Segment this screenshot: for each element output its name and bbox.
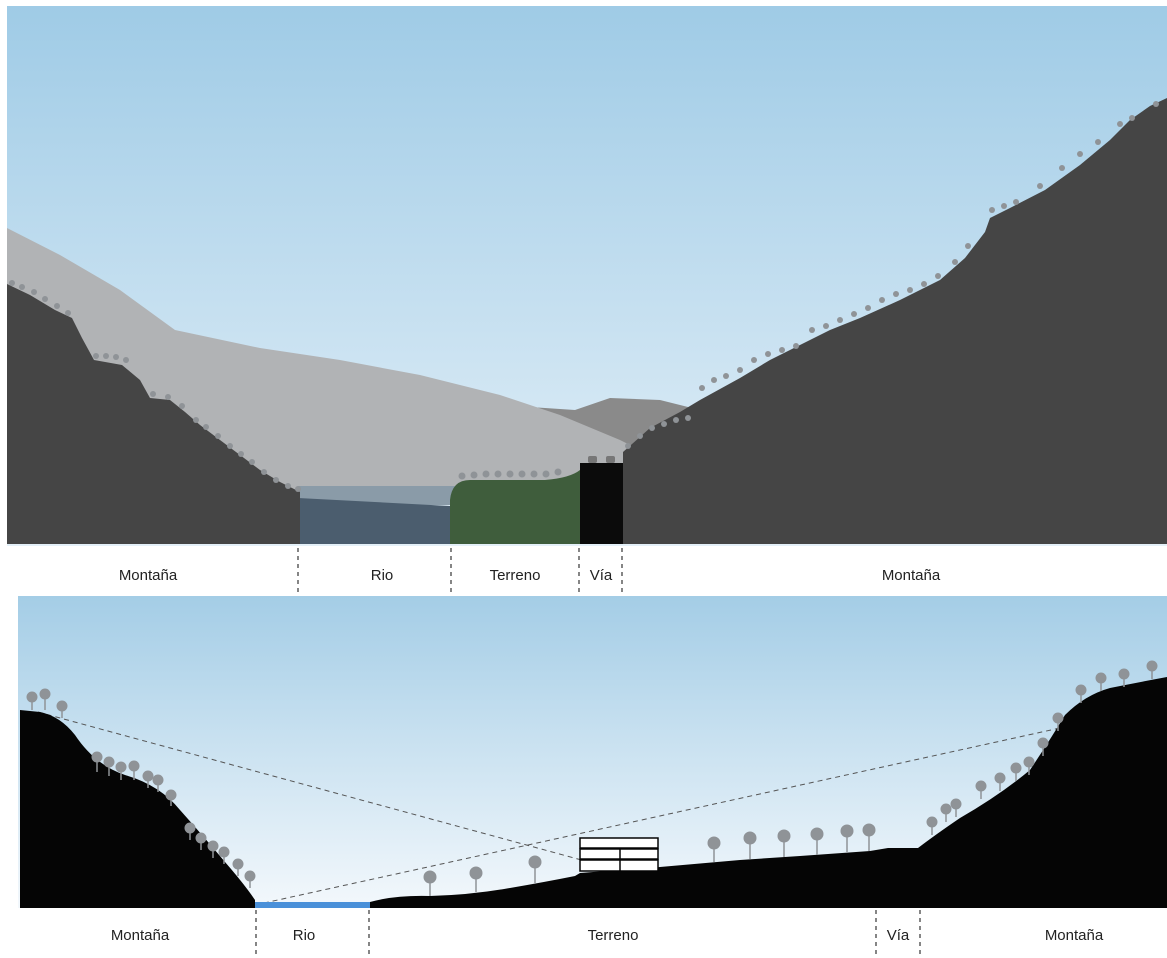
tree-cluster-right-slope <box>926 660 1158 835</box>
top-mountain-left <box>7 284 300 544</box>
top-tree-row-left <box>9 280 301 492</box>
top-road-car-2 <box>606 456 615 463</box>
tree-cluster-top-left <box>26 688 68 718</box>
top-label-via: Vía <box>590 567 613 584</box>
bottom-sightline-right <box>254 727 1061 906</box>
bottom-terrain-and-mountain <box>370 677 1167 908</box>
bottom-label-terreno: Terreno <box>588 927 639 944</box>
bottom-sightline-left <box>37 711 656 881</box>
bottom-label-montana-right: Montaña <box>1045 927 1104 944</box>
bottom-building <box>579 837 659 872</box>
building-level-top <box>579 837 659 849</box>
bottom-mountain-left <box>20 710 255 908</box>
top-terrain <box>450 470 580 544</box>
bottom-label-rio: Rio <box>293 927 316 944</box>
bottom-trees <box>26 660 1158 896</box>
building-level-low <box>579 859 659 872</box>
bottom-label-via: Vía <box>887 927 910 944</box>
top-section: Montaña Rio Terreno Vía Montaña <box>7 6 1167 596</box>
top-label-montana-right: Montaña <box>882 567 941 584</box>
top-mountain-right <box>623 98 1167 544</box>
tree-cluster-left-slope <box>91 751 256 888</box>
bottom-river <box>255 902 370 908</box>
top-road <box>580 463 623 544</box>
top-label-terreno: Terreno <box>490 567 541 584</box>
top-label-rio: Rio <box>371 567 394 584</box>
bottom-label-montana-left: Montaña <box>111 927 170 944</box>
top-road-car-1 <box>588 456 597 463</box>
top-label-montana-left: Montaña <box>119 567 178 584</box>
top-tree-row-terrain <box>458 468 562 480</box>
top-tree-row-right <box>625 101 1159 449</box>
top-river-body <box>298 498 450 544</box>
building-level-mid <box>579 848 659 860</box>
bottom-section: Montaña Rio Terreno Vía Montaña <box>18 596 1167 956</box>
tree-cluster-terrain <box>423 823 876 896</box>
